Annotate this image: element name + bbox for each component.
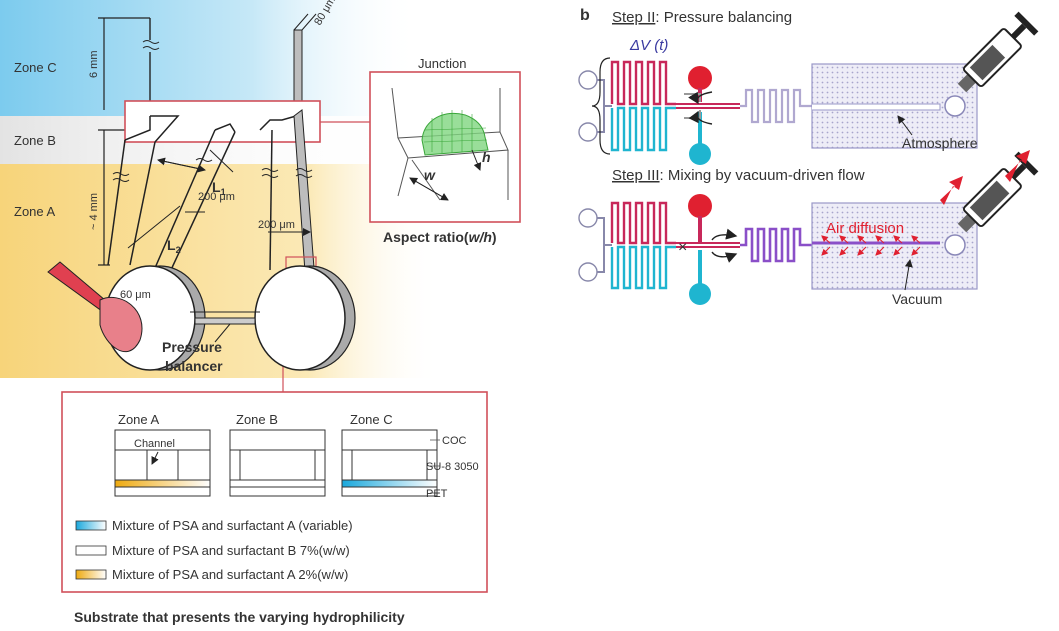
air-diffusion-label: Air diffusion <box>826 220 904 237</box>
junction-highlight-box <box>124 100 321 143</box>
pressure-balancer-channel <box>194 317 256 325</box>
panel-a: a Zone C Zone B Zone A 6 mm ~ 4 mm <box>0 0 521 625</box>
dimension-arrows <box>127 149 311 249</box>
legend: Mixture of PSA and surfactant A (variabl… <box>75 518 353 582</box>
dim-60um: 60 μm <box>120 289 151 301</box>
droplet-pipette-icon <box>47 261 143 353</box>
dim-200um-left: 200 μm <box>198 191 235 203</box>
aspect-ratio-label: Aspect ratio(w/h) <box>383 229 497 245</box>
legend-text-variable: Mixture of PSA and surfactant A (variabl… <box>112 518 353 533</box>
panel-a-caption: Substrate that presents the varying hydr… <box>74 609 405 625</box>
step2-device <box>578 57 978 165</box>
layer-su8: SU-8 3050 <box>426 461 479 473</box>
cross-zone-c-title: Zone C <box>350 412 393 427</box>
dim-200um-right: 200 μm <box>258 219 295 231</box>
panel-b-label: b <box>580 7 590 24</box>
pull-arrow-icons <box>940 150 1030 205</box>
vacuum-label: Vacuum <box>892 291 942 307</box>
stack-zone-b <box>229 429 326 497</box>
junction-h-label: h <box>482 149 491 165</box>
label-l2: L2 <box>167 237 181 255</box>
meniscus-mesh <box>423 110 488 153</box>
zone-a-label: Zone A <box>14 204 56 219</box>
panel-b: b Step II: Pressure balancing ΔV (t) <box>578 7 1039 307</box>
channel-label: Channel <box>134 438 175 450</box>
stack-zone-a <box>114 429 211 497</box>
cross-zone-a-title: Zone A <box>118 412 160 427</box>
stack-zone-c <box>341 429 438 497</box>
legend-text-b7: Mixture of PSA and surfactant B 7%(w/w) <box>112 543 350 558</box>
junction-w-label: w <box>424 167 436 183</box>
delta-v-label: ΔV (t) <box>629 37 668 54</box>
right-reservoir <box>254 265 356 371</box>
legend-swatch-b7 <box>75 545 107 556</box>
legend-swatch-a2 <box>75 569 107 580</box>
zone-c-label: Zone C <box>14 60 57 75</box>
dim-4mm: ~ 4 mm <box>88 193 100 230</box>
step3-header: Step III: Mixing by vacuum-driven flow <box>612 167 865 184</box>
cross-mark: × <box>678 239 687 256</box>
legend-swatch-variable <box>75 520 107 531</box>
pressure-balancer-label-1: Pressure <box>162 339 222 355</box>
dim-6mm: 6 mm <box>88 51 100 79</box>
pressure-balancer-label-2: balancer <box>165 358 223 374</box>
zone-a-background <box>0 164 440 378</box>
layer-coc: COC <box>442 435 467 447</box>
junction-title: Junction <box>418 56 466 71</box>
step2-header: Step II: Pressure balancing <box>612 9 792 26</box>
syringe-icon-step3 <box>957 151 1039 233</box>
zone-c-background <box>0 0 420 116</box>
step3-device: × <box>578 194 978 305</box>
cross-zone-b-title: Zone B <box>236 412 278 427</box>
air-diffusion-arrows <box>821 235 921 256</box>
legend-text-a2: Mixture of PSA and surfactant A 2%(w/w) <box>112 567 348 582</box>
layer-leaders <box>430 439 440 494</box>
label-l1: L1 <box>212 179 226 197</box>
zone-b-label: Zone B <box>14 133 56 148</box>
atmosphere-label: Atmosphere <box>902 135 978 151</box>
layer-pet: PET <box>426 488 448 500</box>
syringe-icon-step2 <box>957 11 1039 93</box>
meniscus-shape <box>421 112 489 156</box>
break-marks <box>112 158 313 182</box>
